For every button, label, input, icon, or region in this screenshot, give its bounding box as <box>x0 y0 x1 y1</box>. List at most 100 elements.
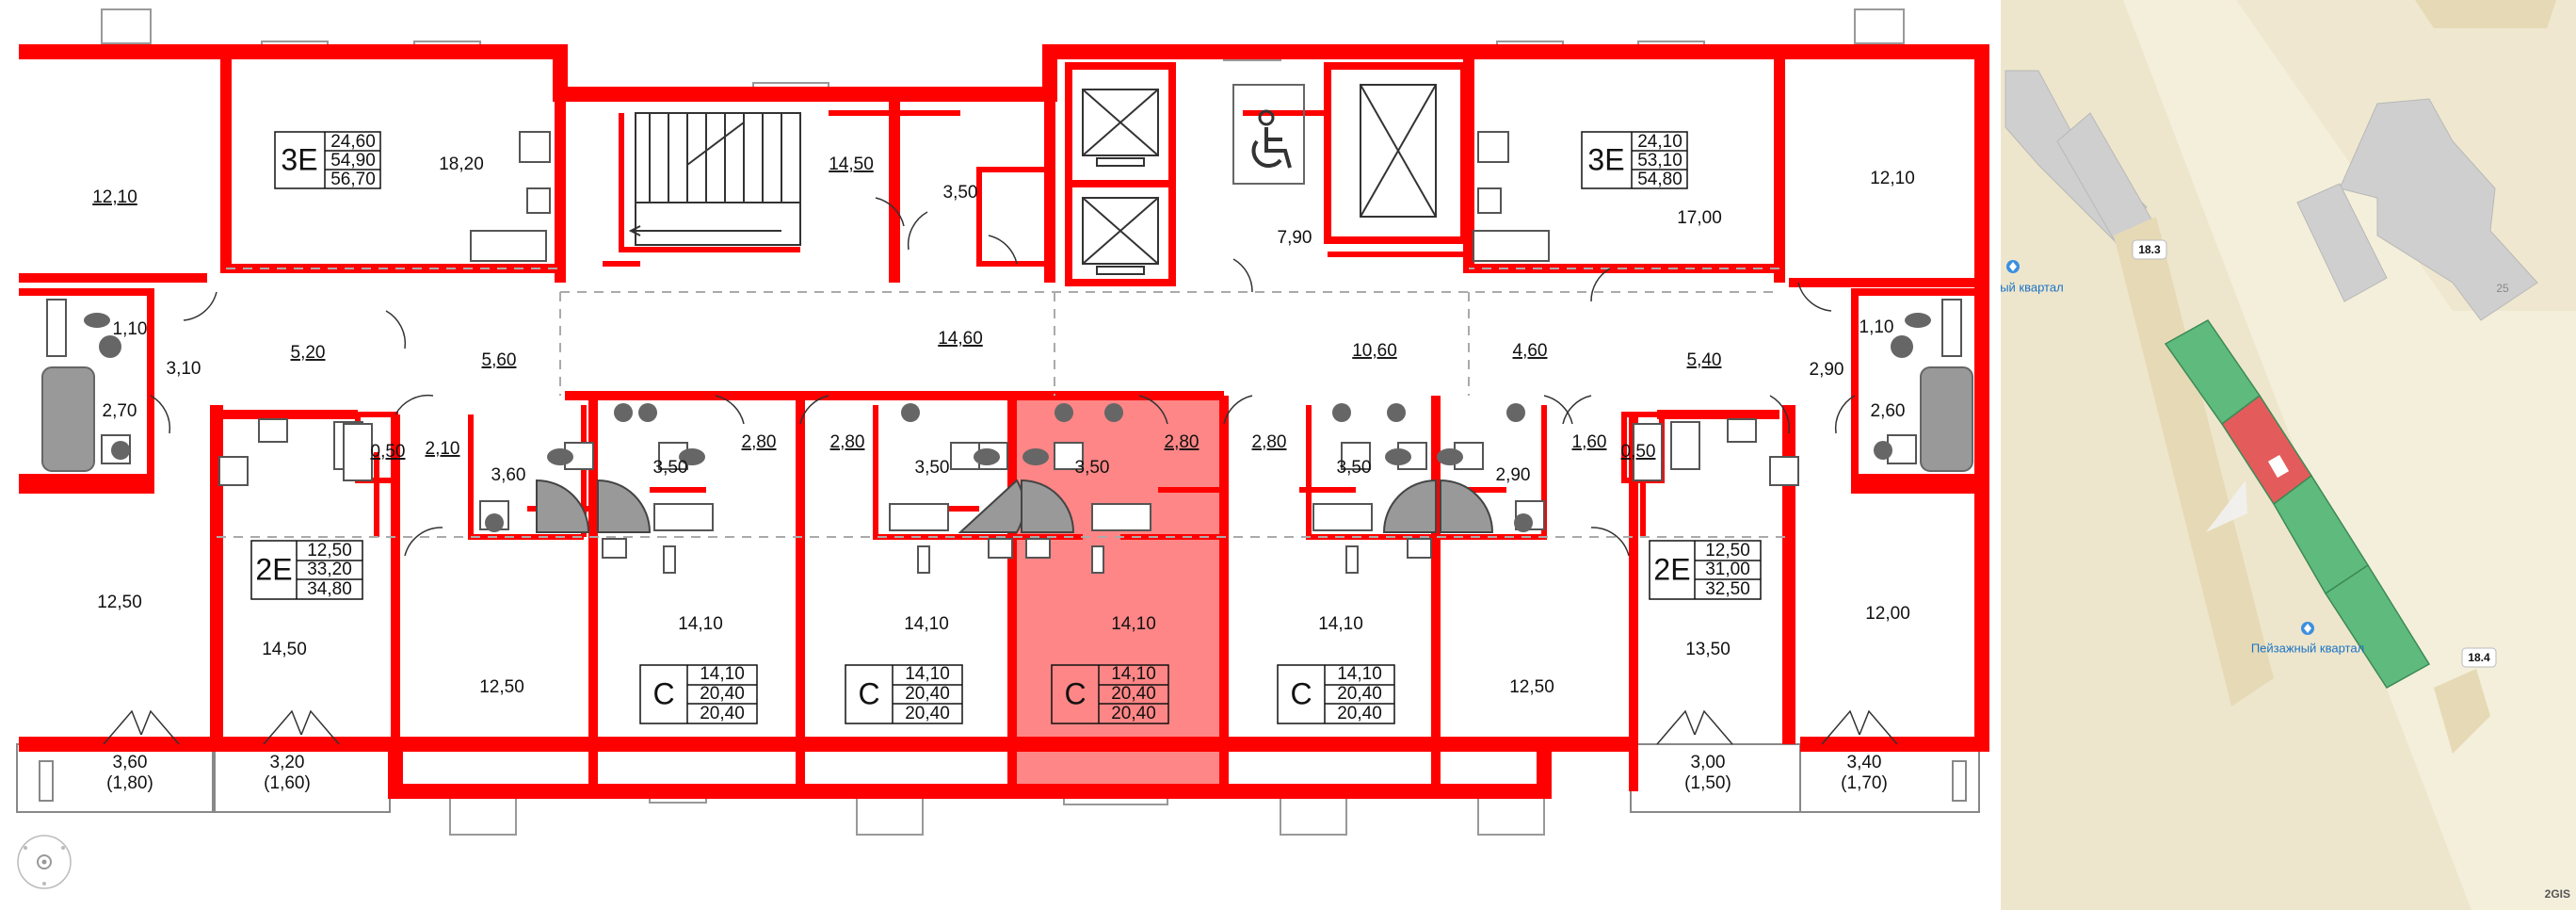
room-area: 18,20 <box>439 154 484 174</box>
apt-code: 2E <box>255 552 292 586</box>
apt-area-living: 24,10 <box>1637 132 1682 152</box>
room-area: 3,50 <box>1075 458 1110 478</box>
apt-area-full: 54,80 <box>1637 170 1682 189</box>
poi-label: Пейзажный квартал <box>2251 641 2364 655</box>
apt-area-full: 20,40 <box>1337 704 1382 723</box>
balcony-area: (1,50) <box>1684 773 1731 793</box>
apt-C2[interactable]: C 14,10 20,40 20,40 <box>845 664 963 724</box>
room-area: 12,50 <box>97 593 142 612</box>
room-labels: 12,10 18,20 14,50 3,50 7,90 17,00 12,10 … <box>92 154 1915 793</box>
room-area: 14,50 <box>262 640 307 659</box>
apt-area-total: 20,40 <box>1337 684 1382 704</box>
apt-area-full: 32,50 <box>1705 579 1750 599</box>
apt-3E-right[interactable]: 3E 24,10 53,10 54,80 <box>1581 131 1688 189</box>
room-area: 0,50 <box>1621 442 1656 462</box>
apt-area-full: 20,40 <box>700 704 745 723</box>
building-section[interactable] <box>2324 563 2431 689</box>
apt-area-living: 14,10 <box>1337 664 1382 684</box>
badge-18-3: 18.3 <box>2132 239 2167 260</box>
room-area: 14,50 <box>829 154 874 174</box>
room-area: 3,50 <box>1337 458 1372 478</box>
view-cone <box>2206 480 2247 532</box>
apt-2E-left[interactable]: 2E 12,50 33,20 34,80 <box>250 540 363 600</box>
apt-area-total: 20,40 <box>700 684 745 704</box>
apt-code: 3E <box>1587 142 1624 176</box>
badge-18-4: 18.4 <box>2461 647 2497 668</box>
building-shadow <box>2114 217 2274 707</box>
room-area: 3,50 <box>943 183 978 203</box>
apt-area-living: 14,10 <box>905 664 950 684</box>
apt-C3-selected[interactable]: C 14,10 20,40 20,40 <box>1051 664 1169 724</box>
room-area: 0,50 <box>371 442 406 462</box>
apt-code: 2E <box>1653 552 1690 586</box>
apt-area-total: 20,40 <box>905 684 950 704</box>
room-area: 7,90 <box>1278 228 1312 248</box>
apt-3E-left[interactable]: 3E 24,60 54,90 56,70 <box>274 131 381 189</box>
compass-icon[interactable] <box>17 835 72 889</box>
apt-area-living: 14,10 <box>1111 664 1156 684</box>
appliances <box>46 131 1962 574</box>
apt-area-total: 33,20 <box>307 560 352 579</box>
balcony-area: 3,40 <box>1847 753 1882 772</box>
apt-area-living: 14,10 <box>700 664 745 684</box>
room-area: 3,50 <box>653 458 688 478</box>
location-map[interactable]: 18.3 18.4 25 жный квартал Пейзажный квар… <box>2001 0 2576 910</box>
room-area: 1,60 <box>1572 432 1607 452</box>
door-swings <box>103 197 1898 745</box>
room-area: 2,90 <box>1810 360 1844 380</box>
apt-area-living: 12,50 <box>1705 541 1750 561</box>
balcony-area: (1,70) <box>1841 773 1888 793</box>
zone-lines <box>217 268 1789 538</box>
room-area: 5,20 <box>291 343 326 363</box>
room-area: 3,10 <box>167 359 201 379</box>
room-area: 2,80 <box>742 432 777 452</box>
room-area: 12,50 <box>479 677 524 697</box>
apt-area-full: 20,40 <box>1111 704 1156 723</box>
room-area: 14,10 <box>1111 614 1156 634</box>
room-area: 14,10 <box>904 614 949 634</box>
room-area: 14,10 <box>678 614 723 634</box>
apt-code: 3E <box>281 142 317 176</box>
apt-2E-right[interactable]: 2E 12,50 31,00 32,50 <box>1649 540 1762 600</box>
room-area: 2,80 <box>1165 432 1199 452</box>
apt-C1[interactable]: C 14,10 20,40 20,40 <box>639 664 758 724</box>
balcony-area: 3,00 <box>1691 753 1726 772</box>
room-area: 3,50 <box>915 458 950 478</box>
apt-area-full: 20,40 <box>905 704 950 723</box>
balcony-area: 3,20 <box>270 753 305 772</box>
accessible-icon <box>1232 84 1305 185</box>
room-area: 2,70 <box>103 401 137 421</box>
poi-marker-center[interactable]: Пейзажный квартал <box>2251 622 2364 655</box>
room-area: 4,60 <box>1513 341 1548 361</box>
room-area: 10,60 <box>1352 341 1397 361</box>
apt-C4[interactable]: C 14,10 20,40 20,40 <box>1277 664 1395 724</box>
apt-area-total: 53,10 <box>1637 151 1682 171</box>
poi-label: жный квартал <box>2001 280 2064 294</box>
target-building[interactable] <box>2164 319 2431 689</box>
room-area: 12,10 <box>92 187 137 207</box>
apt-area-total: 31,00 <box>1705 560 1750 579</box>
svg-text:18.4: 18.4 <box>2468 651 2490 664</box>
apt-code: C <box>1290 676 1312 710</box>
room-area: 3,60 <box>491 465 526 485</box>
room-area: 17,00 <box>1677 208 1722 228</box>
room-area: 12,00 <box>1865 604 1910 624</box>
floor-plan: 3E 24,60 54,90 56,70 3E 24,10 53,10 54,8… <box>16 8 1989 889</box>
apt-code: C <box>1064 676 1086 710</box>
selected-apartment-highlight[interactable] <box>1015 394 1222 785</box>
apt-code: C <box>858 676 879 710</box>
poi-marker-left[interactable]: жный квартал <box>2001 260 2064 294</box>
entrance-marker <box>2267 454 2290 479</box>
apt-area-full: 34,80 <box>307 579 352 599</box>
elevators <box>1082 84 1437 275</box>
apt-area-living: 24,60 <box>330 132 376 152</box>
building-number: 25 <box>2496 282 2509 295</box>
room-area: 14,60 <box>938 329 983 349</box>
room-area: 2,10 <box>426 439 460 459</box>
map-attribution: 2GIS <box>2545 887 2570 901</box>
room-area: 1,10 <box>113 319 148 339</box>
balcony-area: (1,60) <box>264 773 311 793</box>
balcony-area: 3,60 <box>113 753 148 772</box>
room-area: 2,80 <box>830 432 865 452</box>
bathtubs <box>41 366 1973 472</box>
